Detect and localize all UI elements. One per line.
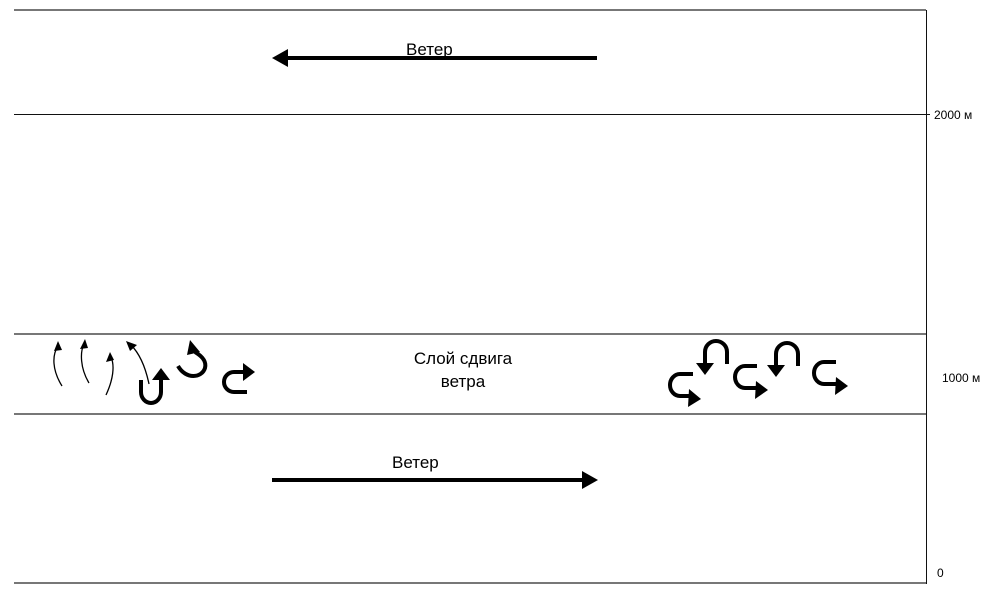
upper-wind-label: Ветер <box>406 40 453 59</box>
ground-line <box>14 582 926 584</box>
hook-right-arrow-icon <box>668 372 701 407</box>
hook-right-arrow-icon <box>812 360 848 395</box>
thin-curved-arrow-icon <box>126 341 150 385</box>
hook-right-arrow-icon <box>222 363 255 394</box>
altitude-axis-line <box>926 10 927 584</box>
altitude-label-2000: 2000 м <box>934 108 973 122</box>
shear-layer-bottom-line <box>14 413 926 415</box>
top-border-line <box>14 9 926 11</box>
shear-layer-label: Слой сдвига ветра <box>373 347 553 393</box>
u-turn-up-arrow-icon <box>139 368 170 405</box>
thin-curved-arrow-icon <box>80 339 90 384</box>
level-2000-line <box>14 114 930 115</box>
u-turn-down-arrow-icon <box>767 341 800 377</box>
thin-curved-arrow-icon <box>105 352 114 396</box>
thin-curved-arrow-icon <box>53 341 63 387</box>
altitude-label-1000: 1000 м <box>942 371 981 385</box>
lower-wind-arrow-icon <box>272 471 598 489</box>
curl-arrow-icon <box>176 340 208 378</box>
lower-wind-label: Ветер <box>392 453 439 472</box>
upper-wind-arrow-icon <box>272 49 597 67</box>
shear-layer-label-line2: ветра <box>440 372 486 391</box>
shear-layer-label-line1: Слой сдвига <box>413 349 513 368</box>
altitude-label-0: 0 <box>937 566 944 580</box>
hook-right-arrow-icon <box>733 364 768 399</box>
u-turn-down-arrow-icon <box>696 339 729 375</box>
shear-layer-top-line <box>14 333 926 335</box>
